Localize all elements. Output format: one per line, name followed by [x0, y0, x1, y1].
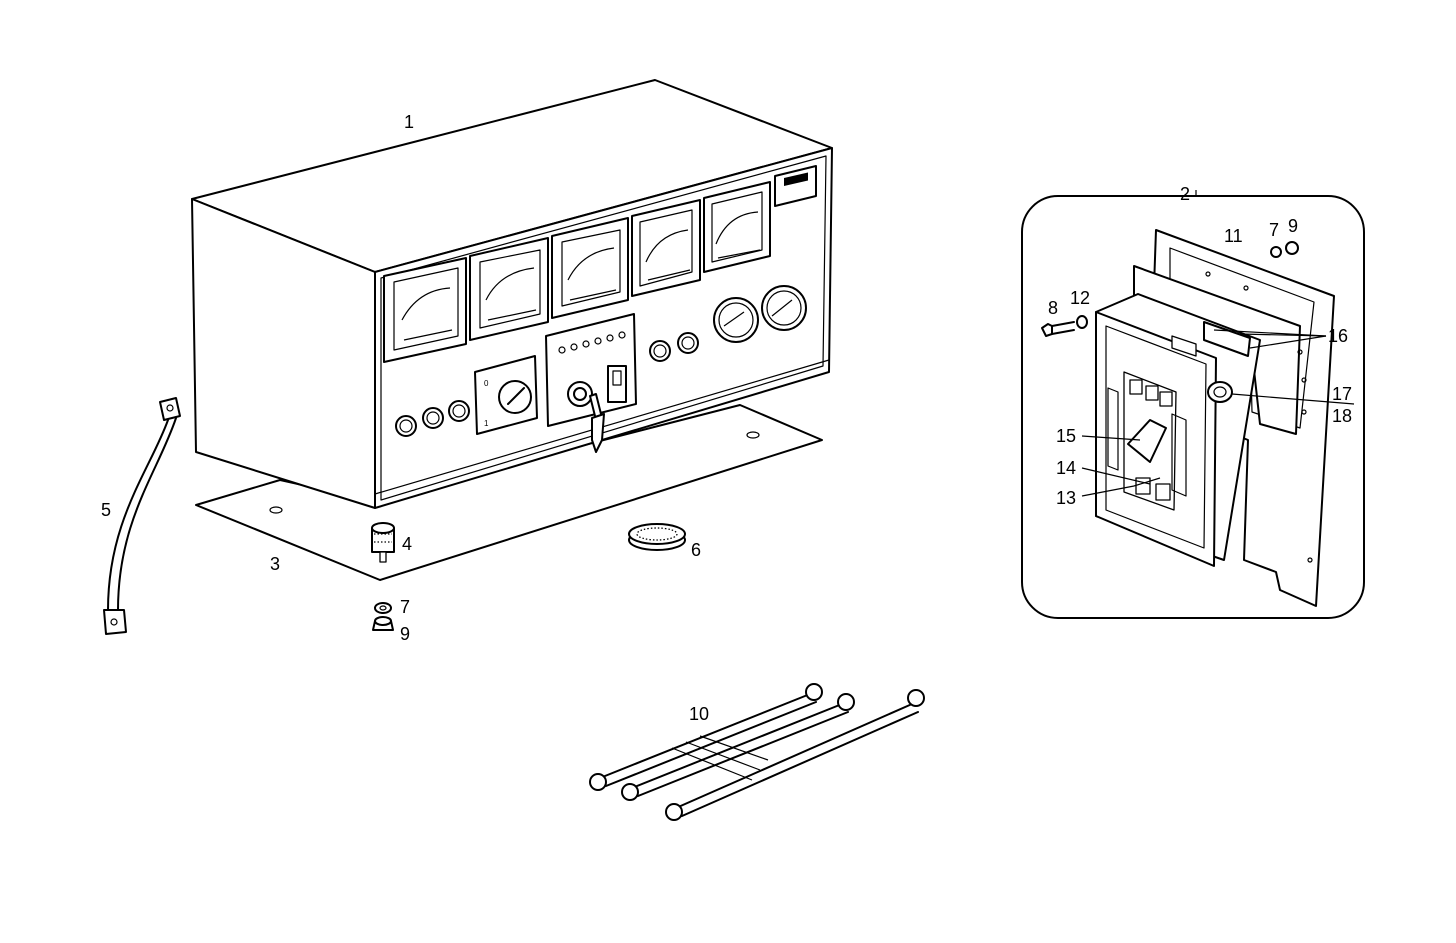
callout-14: 14: [1056, 458, 1076, 478]
callout-3: 3: [270, 554, 280, 574]
inset-frame: [1021, 195, 1365, 619]
callout-12: 12: [1070, 288, 1090, 308]
grommet: [628, 523, 686, 551]
leader-lines: [1081, 190, 1355, 497]
ground-strap: [103, 397, 181, 635]
cable-3: [665, 689, 925, 821]
detail-inset: [1021, 195, 1365, 619]
nameplate: [774, 165, 817, 207]
callout-17: 17: [1332, 384, 1352, 404]
meter-row: [383, 165, 817, 363]
callout-13: 13: [1056, 488, 1076, 508]
push-buttons-right: [649, 332, 699, 362]
battery-cables: [589, 683, 925, 821]
svg-text:1: 1: [484, 419, 489, 428]
callout-2: 2: [1180, 184, 1190, 204]
callout-9-inset: 9: [1288, 216, 1298, 236]
meter-2: [469, 237, 549, 341]
meter-5: [703, 181, 771, 273]
meter-1: [383, 257, 467, 363]
ignition-plate: [545, 313, 637, 453]
callout-15: 15: [1056, 426, 1076, 446]
rubber-mount: [371, 522, 395, 563]
selector-switch: 0 1: [474, 355, 538, 435]
base-plate: [195, 404, 823, 581]
svg-text:0: 0: [484, 379, 489, 388]
meter-4: [631, 199, 701, 297]
callout-18: 18: [1332, 406, 1352, 426]
callout-16: 16: [1328, 326, 1348, 346]
push-buttons-left: [395, 400, 470, 437]
callout-11: 11: [1224, 226, 1243, 246]
callout-8: 8: [1048, 298, 1058, 318]
meter-3: [551, 217, 629, 319]
callout-7-inset: 7: [1269, 220, 1279, 240]
callout-10: 10: [689, 704, 709, 724]
washer-and-nut: [372, 602, 394, 631]
callout-9-panel: 9: [400, 624, 410, 644]
callout-5: 5: [101, 500, 111, 520]
cable-2: [621, 693, 855, 801]
round-gauges: [713, 285, 807, 343]
callout-labels: 1 2 3 4 5 6 7 9 7 9 8 10 11 12 13 14 15 …: [101, 112, 1352, 724]
callout-1: 1: [404, 112, 414, 132]
callout-7-panel: 7: [400, 597, 410, 617]
callout-4: 4: [402, 534, 412, 554]
callout-6: 6: [691, 540, 701, 560]
control-panel-assembly: 0 1: [191, 79, 833, 581]
cable-1: [589, 683, 823, 791]
